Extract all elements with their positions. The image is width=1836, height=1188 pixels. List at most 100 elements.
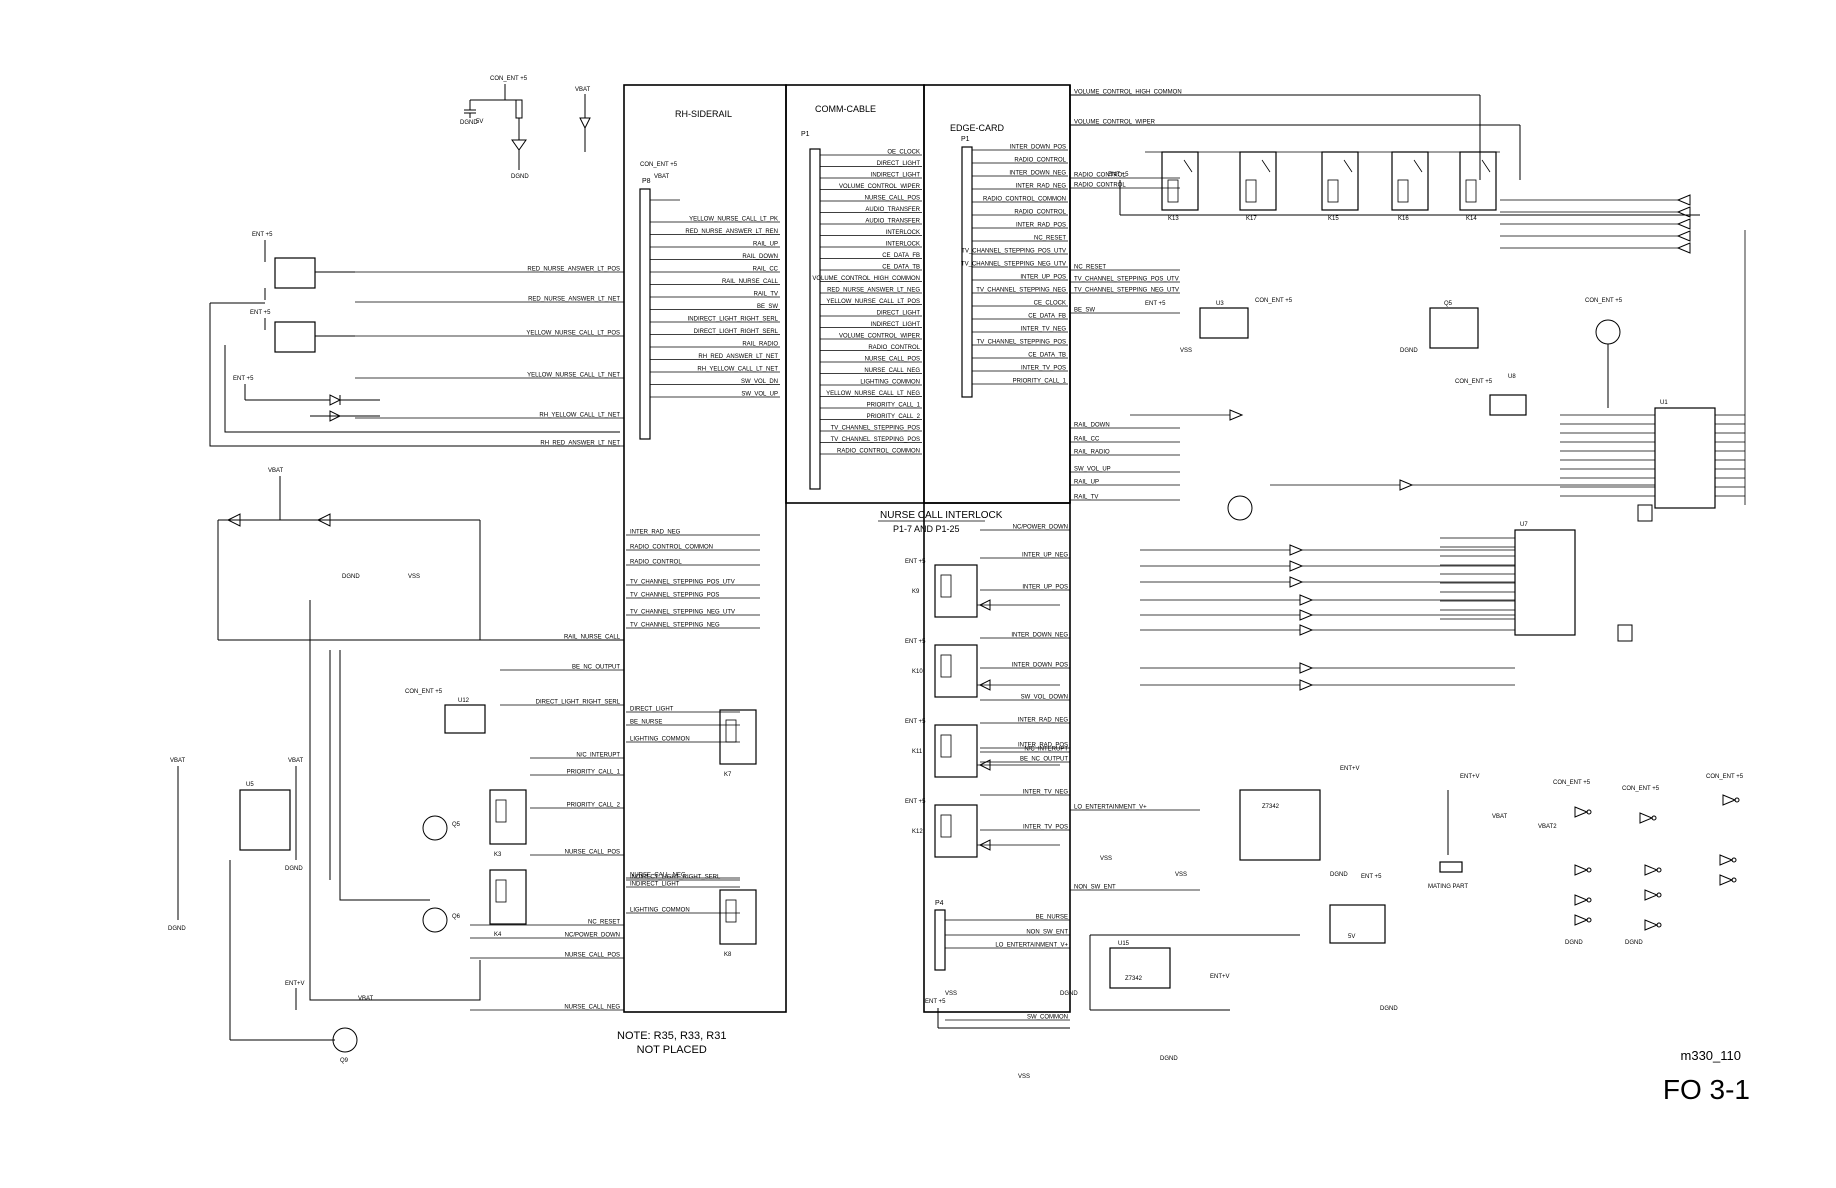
interlock-power: ENT +5 [905,639,926,645]
z7342-regulator: ENT+V Z7342 VSS DGND VSS [1100,766,1360,878]
comm-pin-label: CE_DATA_TB [882,265,920,271]
logic-buffer [1299,609,1314,621]
svg-text:DGND: DGND [342,574,360,580]
right-net-label: SW_COMMON [1027,1015,1068,1021]
crystal [1617,624,1633,642]
svg-text:VBAT: VBAT [358,996,374,1002]
opto-u19: ENT +5 [250,310,355,353]
right-net-label: BE_NC_OUTPUT [1020,757,1068,763]
comm-pin-label: VOLUME_CONTROL_WIPER [839,334,921,340]
p8-signal-label: SW_VOL_DN [741,379,778,385]
edge-pin-label: RADIO_CONTROL [1014,210,1066,216]
p8-signal-label: RAIL_CC [753,267,779,273]
p8-signal-label: SW_VOL_UP [741,392,778,398]
mid-net-label: TV_CHANNEL_STEPPING_NEG [630,623,720,629]
svg-text:DGND: DGND [1160,1056,1178,1062]
left-net-label: RH_YELLOW_CALL_LT_NET [539,413,620,419]
u15-regulator: U15 Z7342 ENT+V DGND [1089,934,1300,1062]
right-net-label: RAIL_RADIO [1074,450,1110,456]
comm-pin-label: PRIORITY_CALL_2 [867,414,921,420]
mid-net-label: LIGHTING_COMMON [630,908,690,914]
edge-pin-label: INTER_RAD_POS [1016,223,1066,229]
u8-regulator: U8 CON_ENT +5 [1455,374,1527,416]
svg-text:VSS: VSS [408,574,420,580]
relay-coil [1397,179,1409,203]
relay-body [1321,151,1359,211]
logic-buffer [1299,662,1314,674]
p8-signal-label: RH_YELLOW_CALL_LT_NET [697,367,778,373]
svg-text:DGND: DGND [1400,348,1418,354]
mid-net-label: RADIO_CONTROL_COMMON [630,545,713,551]
inverter-gate [1574,806,1589,818]
mid-relay-refdes: K3 [494,852,502,858]
inverter-bubble [1586,917,1592,923]
interlock-coil [940,734,952,758]
rh-siderail-title: RH-SIDERAIL [675,109,732,119]
p8-signal-label: RAIL_NURSE_CALL [722,279,779,285]
comm-pin-label: AUDIO_TRANSFER [865,219,920,225]
comm-pin-label: TV_CHANNEL_STEPPING_POS [831,437,920,443]
interlock-refdes: K10 [912,669,923,675]
edge-pin-label: CE_CLOCK [1034,301,1066,307]
svg-text:5V: 5V [476,119,483,125]
comm-pin-label: TV_CHANNEL_STEPPING_POS [831,426,920,432]
right-net-label: INTER_DOWN_NEG [1011,633,1068,639]
logic-buffer [1229,409,1244,421]
comm-pin-label: VOLUME_CONTROL_WIPER [839,184,921,190]
svg-text:VSS: VSS [1100,856,1112,862]
yellow-subdue: ENT +5 [233,376,380,422]
buffer-gate [1676,242,1691,254]
right-net-label: RAIL_DOWN [1074,423,1110,429]
svg-text:ENT+V: ENT+V [1460,774,1480,780]
mid-relay-refdes: K7 [724,772,732,778]
interlock-refdes: K12 [912,829,923,835]
svg-text:Q9: Q9 [340,1058,349,1064]
comm-pin-label: RADIO_CONTROL_COMMON [837,449,920,455]
svg-text:VBAT: VBAT [170,758,186,764]
gate-supply: CON_ENT +5 [1553,780,1591,786]
svg-text:ENT +5: ENT +5 [1145,301,1166,307]
svg-text:DGND: DGND [511,174,529,180]
svg-text:Z7342: Z7342 [1262,804,1280,810]
u3-switch: ENT +5 CON_ENT +5 U3 VSS Q5 DGND [1145,298,1479,354]
inverter-bubble [1586,897,1592,903]
right-net-label: LO_ENTERTAINMENT_V+ [1074,805,1147,811]
relay-contact [1183,159,1193,173]
svg-text:ENT+V: ENT+V [1340,766,1360,772]
edge-pin-label: TV_CHANNEL_STEPPING_POS_UTV [961,249,1066,255]
comm-pin-label: AUDIO_TRANSFER [865,207,920,213]
edge-pin-label: PRIORITY_CALL_1 [1013,379,1067,385]
relay-refdes: K15 [1328,216,1339,222]
p8-signal-label: BE_SW [757,304,778,310]
inverter-bubble [1656,867,1662,873]
svg-text:DGND: DGND [168,926,186,932]
right-net-label: NON_SW_ENT [1074,885,1116,891]
mid-relay-coil [495,879,507,903]
svg-text:CON_ENT +5: CON_ENT +5 [405,689,443,695]
svg-text:CON_ENT +5: CON_ENT +5 [1455,379,1493,385]
svg-text:Q5: Q5 [452,822,461,828]
mid-net-label: NURSE_CALL_NEG [630,873,686,879]
svg-text:P1: P1 [801,131,810,138]
interlock-relay [934,564,978,618]
buffer-gate [1676,206,1691,218]
comm-pin-label: INTERLOCK [886,242,920,248]
svg-text:ENT +5: ENT +5 [233,376,254,382]
comm-pin-label: NURSE_CALL_POS [865,357,920,363]
right-net-label: RAIL_CC [1074,437,1100,443]
svg-text:ENT +5: ENT +5 [252,232,273,238]
mid-net-label: TV_CHANNEL_STEPPING_NEG_UTV [630,610,735,616]
note-line-2: NOT PLACED [636,1044,707,1056]
right-net-label: TV_CHANNEL_STEPPING_NEG_UTV [1074,288,1179,294]
mid-net-label: INTER_RAD_NEG [630,530,681,536]
relay-coil [1245,179,1257,203]
svg-text:DGND: DGND [1060,991,1078,997]
relay-refdes: K13 [1168,216,1179,222]
mid-net-label: NC/POWER_DOWN [565,933,620,939]
logic-buffer [1289,544,1304,556]
svg-text:VBAT: VBAT [575,87,591,93]
p8-signal-label: RAIL_TV [754,292,778,298]
comm-pin-label: DIRECT_LIGHT [877,311,921,317]
comm-pin-label: YELLOW_NURSE_CALL_LT_NEG [826,391,920,397]
